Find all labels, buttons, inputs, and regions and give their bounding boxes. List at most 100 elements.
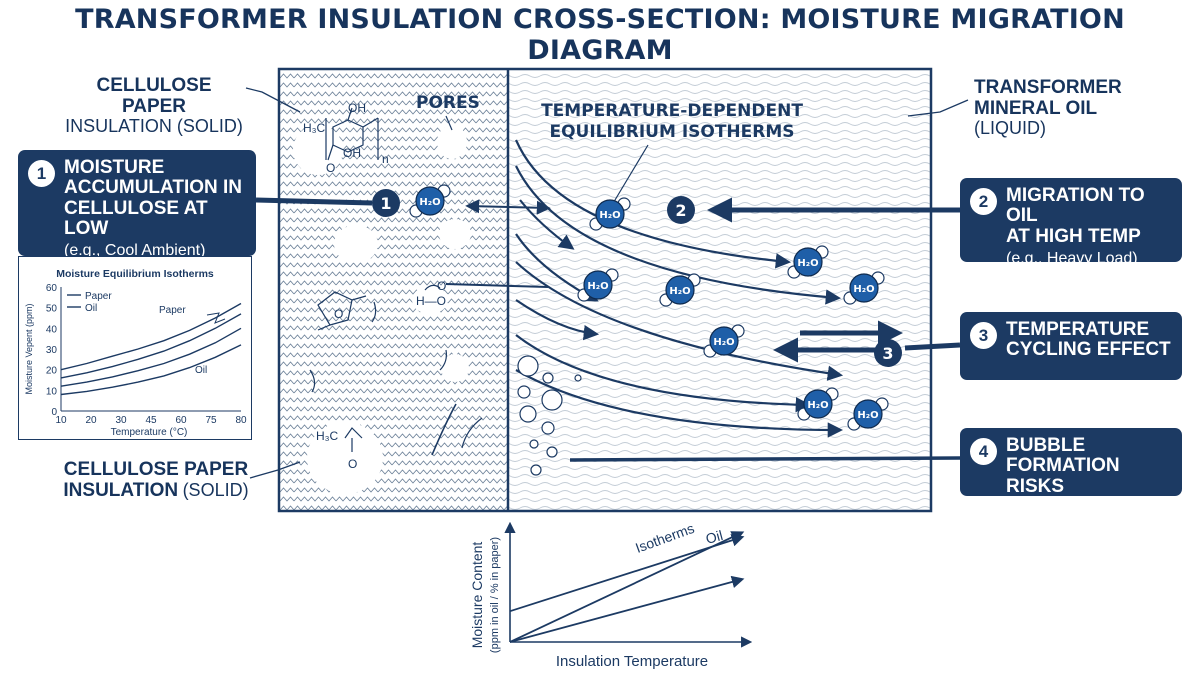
water-molecule: H₂O xyxy=(589,197,631,231)
inset-curve-label-oil: Oil xyxy=(195,365,207,376)
cellulose-structure-sketches xyxy=(309,107,549,456)
isotherms-leader xyxy=(611,144,649,206)
callout-4-line2: FORMATION RISKS xyxy=(1006,455,1120,497)
leader-cycling xyxy=(904,342,961,351)
oxygen-atom xyxy=(415,186,445,216)
inset-y-tick-label: 60 xyxy=(46,283,58,294)
marker-2: 2 xyxy=(667,196,695,224)
leader-bubbles xyxy=(569,456,961,462)
isotherms-label-line1: TEMPERATURE-DEPENDENT xyxy=(541,101,803,121)
oxygen-atom xyxy=(803,389,833,419)
callout-2-line2: AT HIGH TEMP xyxy=(1006,225,1141,247)
oxygen-atom xyxy=(853,399,883,429)
bottom-y-label-line1: Moisture Content xyxy=(469,542,485,649)
water-molecule: H₂O xyxy=(787,245,829,279)
oxygen-atom xyxy=(595,199,625,229)
callout-2-sub: (e.g., Heavy Load) xyxy=(1006,249,1138,267)
inset-series-line xyxy=(60,344,242,396)
chem-n-label: n xyxy=(382,152,389,166)
oxygen-atom xyxy=(583,270,613,300)
inset-title: Moisture Equilibrium Isotherms xyxy=(56,268,214,280)
marker-3-label: 3 xyxy=(882,344,893,363)
callout-1-line1: MOISTURE xyxy=(64,157,165,178)
oil-label-bold2: MINERAL OIL xyxy=(974,97,1098,119)
water-molecule: H₂O xyxy=(703,324,745,358)
water-label: H₂O xyxy=(587,281,608,292)
water-molecule: H₂O xyxy=(847,397,889,431)
oxygen-atom xyxy=(793,247,823,277)
paper-label-top-bold: CELLULOSE PAPER xyxy=(96,75,212,117)
callout-1: 1 MOISTURE ACCUMULATION IN CELLULOSE AT … xyxy=(18,150,256,259)
callout-2: 2 MIGRATION TO OIL AT HIGH TEMP (e.g., H… xyxy=(960,178,1182,267)
water-label: H₂O xyxy=(669,286,690,297)
water-molecule: H₂O xyxy=(843,271,885,305)
bottom-x-label: Insulation Temperature xyxy=(556,653,708,670)
callout-3-line1: TEMPERATURE xyxy=(1006,319,1150,340)
water-molecule: H₂O xyxy=(797,387,839,421)
paper-label-bottom-bold1: CELLULOSE PAPER xyxy=(63,459,249,480)
inset-y-tick-label: 30 xyxy=(46,345,58,356)
inset-y-tick-label: 40 xyxy=(46,324,58,335)
inset-x-tick-label: 45 xyxy=(145,415,157,426)
water-label: H₂O xyxy=(807,400,828,411)
water-label: H₂O xyxy=(853,284,874,295)
oxygen-atom xyxy=(849,273,879,303)
callout-4-line1: BUBBLE xyxy=(1006,435,1086,456)
callout-1-line3: CELLULOSE AT LOW xyxy=(64,197,208,239)
isotherm-curves xyxy=(514,139,844,438)
paper-label-bottom: CELLULOSE PAPER INSULATION (SOLID) xyxy=(58,459,254,501)
marker-1-label: 1 xyxy=(380,194,391,213)
inset-y-tick-label: 50 xyxy=(46,304,58,315)
chem-oh-label-2: OH xyxy=(343,146,361,160)
chem-o-label: O xyxy=(326,161,335,175)
inset-chart-svg: Moisture Equilibrium Isotherms0102030405… xyxy=(24,268,247,438)
inset-legend-label: Paper xyxy=(85,291,112,302)
water-label: H₂O xyxy=(857,410,878,421)
oxygen-atom xyxy=(665,275,695,305)
inset-series-line xyxy=(60,302,242,371)
water-label: H₂O xyxy=(797,258,818,269)
inset-x-tick-label: 20 xyxy=(85,415,97,426)
water-molecules: H₂O H₂O H₂O H₂O H₂O H₂O H₂O H₂O H₂O xyxy=(409,184,889,431)
oil-label: TRANSFORMER MINERAL OIL (LIQUID) xyxy=(974,77,1154,138)
chem-o-label-2: O xyxy=(334,307,343,321)
inset-y-tick-label: 10 xyxy=(46,386,58,397)
chem-methyl-label-2: H₃C xyxy=(316,429,339,443)
water-molecule: H₂O xyxy=(659,273,701,307)
callout-2-line1: MIGRATION TO OIL xyxy=(1006,185,1145,227)
inset-x-label: Temperature (°C) xyxy=(111,427,188,438)
inset-y-tick-label: 0 xyxy=(51,407,57,418)
inset-curve-label-paper: Paper xyxy=(159,305,186,316)
bottom-curve-label-oil: Oil xyxy=(704,527,725,547)
inset-x-tick-label: 60 xyxy=(175,415,187,426)
isotherms-label-line2: EQUILIBRIUM ISOTHERMS xyxy=(549,122,794,142)
inset-x-tick-label: 10 xyxy=(55,415,67,426)
inset-x-tick-label: 75 xyxy=(205,415,217,426)
pores-leader xyxy=(445,115,453,131)
marker-3: 3 xyxy=(874,339,902,367)
marker-1: 1 xyxy=(372,189,400,217)
oxygen-atom xyxy=(709,326,739,356)
inset-x-tick-label: 80 xyxy=(235,415,247,426)
callout-4-number: 4 xyxy=(970,438,997,465)
chem-oh-label: OH xyxy=(348,101,366,115)
callout-3-line2: CYCLING EFFECT xyxy=(1006,339,1171,361)
water-label: H₂O xyxy=(599,210,620,221)
chem-methyl-label: H₃C xyxy=(303,121,326,135)
arrow-paper-to-water xyxy=(255,197,373,206)
callout-3: 3 TEMPERATURE CYCLING EFFECT xyxy=(960,312,1182,380)
pores xyxy=(293,125,471,494)
pores-label: PORES xyxy=(416,93,480,113)
inset-pointer xyxy=(206,312,226,324)
callout-1-sub: (e.g., Cool Ambient) xyxy=(64,242,206,260)
bottom-series-line xyxy=(509,534,745,613)
callout-1-line2: ACCUMULATION IN xyxy=(64,177,243,199)
bottom-curve-label-isotherms: Isotherms xyxy=(633,520,696,556)
inset-x-tick-label: 30 xyxy=(115,415,127,426)
callout-3-number: 3 xyxy=(970,322,997,349)
water-molecule: H₂O xyxy=(409,184,451,218)
